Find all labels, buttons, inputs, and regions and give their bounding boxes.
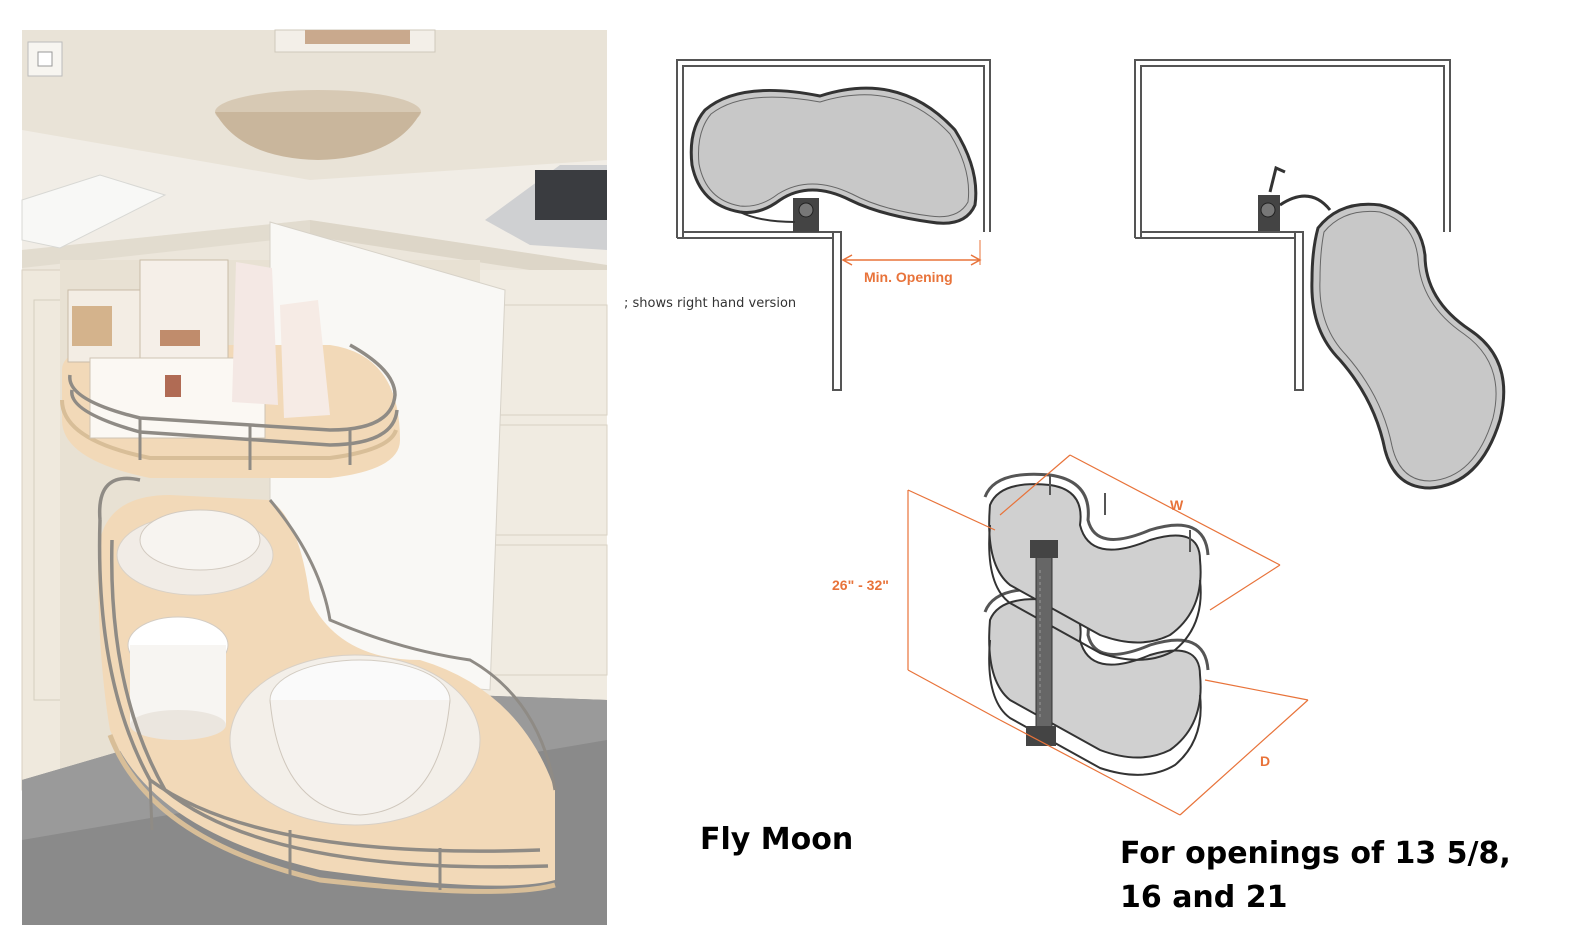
depth-dimension-label: D bbox=[1260, 753, 1270, 769]
width-dimension-label: W bbox=[1170, 497, 1184, 513]
right-hand-version-caption: ; shows right hand version bbox=[624, 296, 797, 311]
two-tier-tray-isometric-diagram: 26" - 32" W D bbox=[832, 454, 1309, 816]
height-dimension-label: 26" - 32" bbox=[832, 577, 889, 593]
tray-open-plan-diagram bbox=[1134, 59, 1506, 490]
product-name: Fly Moon bbox=[700, 822, 854, 857]
kitchen-photo bbox=[21, 29, 608, 925]
min-opening-label: Min. Opening bbox=[864, 269, 953, 285]
tray-closed-plan-diagram: Min. Opening bbox=[676, 59, 991, 391]
openings-text: For openings of 13 5/8, 16 and 21 bbox=[1120, 836, 1511, 915]
